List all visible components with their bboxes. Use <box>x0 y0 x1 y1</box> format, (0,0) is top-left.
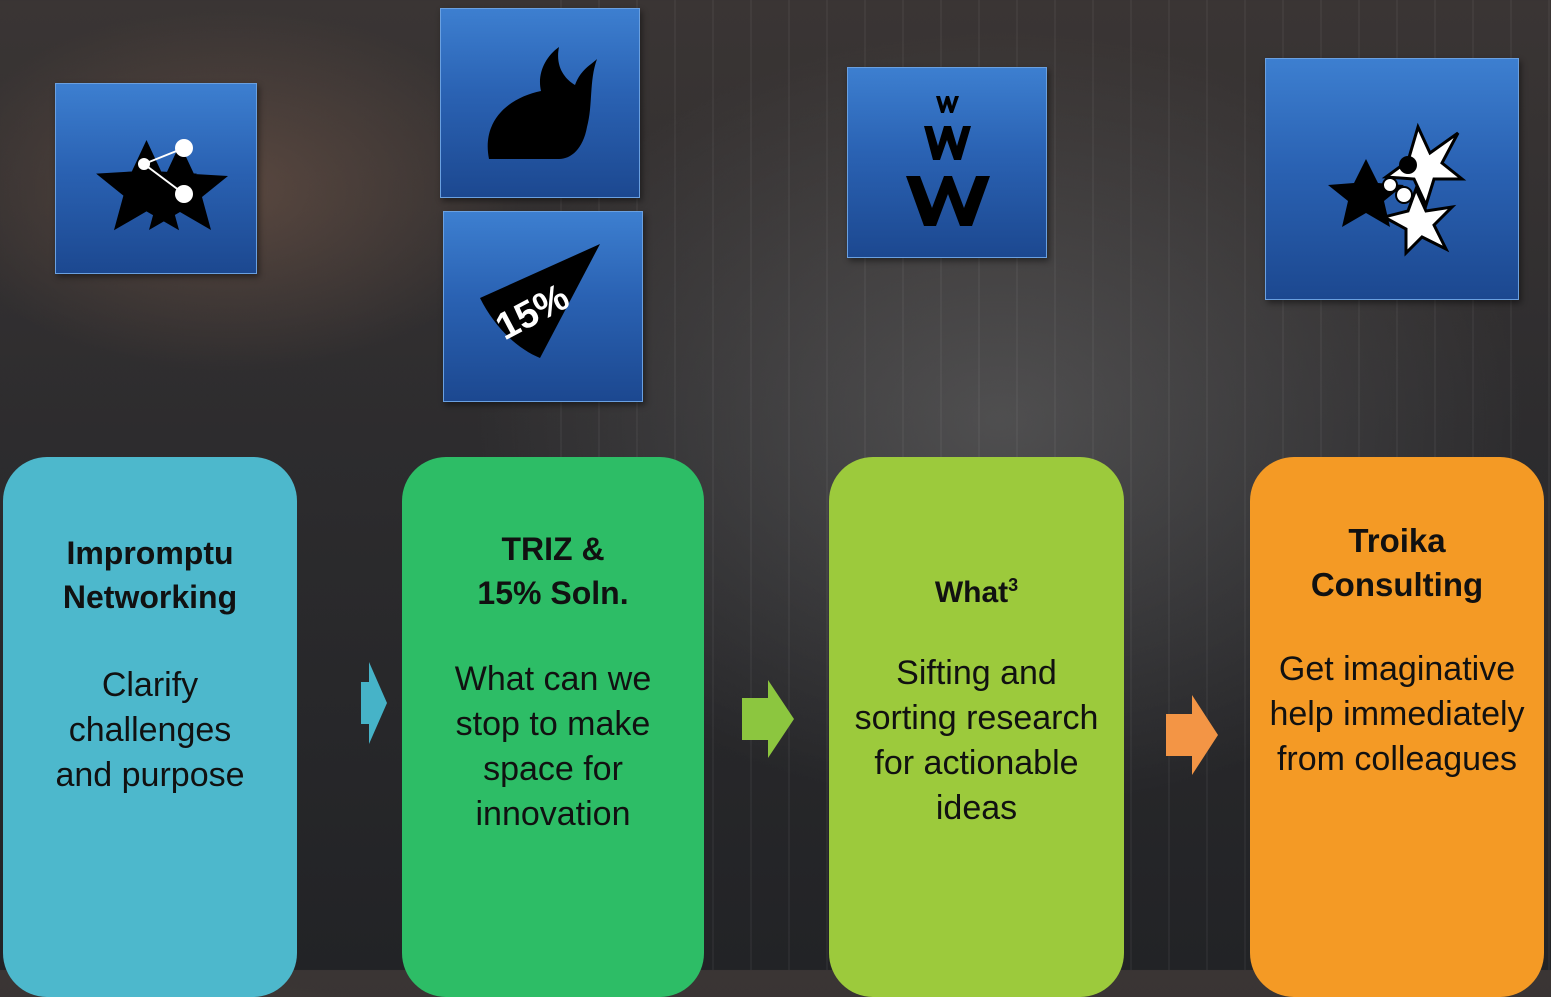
step-description: Clarify challenges and purpose <box>55 666 245 794</box>
step-description: Get imaginative help immediately from co… <box>1269 650 1525 778</box>
step-title: TRIZ & 15% Soln. <box>477 531 629 611</box>
step-description: Sifting and sorting research for actiona… <box>854 654 1099 827</box>
flow-arrow-3 <box>1166 695 1218 775</box>
step-title: What3 <box>934 575 1019 609</box>
step-description: What can we stop to make space for innov… <box>454 660 652 833</box>
impromptu-networking-icon <box>55 83 257 274</box>
fifteen-percent-solution-icon: 15% <box>443 211 643 402</box>
step-title: Troika Consulting <box>1310 522 1484 603</box>
triz-flame-icon <box>440 8 640 198</box>
step-card-what-cubed: What3 Sifting and sorting research for a… <box>829 457 1124 997</box>
flow-arrow-1 <box>361 662 387 744</box>
step-title: Impromptu Networking <box>62 535 238 615</box>
step-card-troika-consulting: Troika Consulting Get imaginative help i… <box>1250 457 1544 997</box>
step-card-triz: TRIZ & 15% Soln. What can we stop to mak… <box>402 457 704 997</box>
what-cubed-icon <box>847 67 1047 258</box>
flow-arrow-2 <box>742 680 794 758</box>
troika-consulting-icon <box>1265 58 1519 300</box>
step-card-impromptu-networking: Impromptu Networking Clarify challenges … <box>3 457 297 997</box>
